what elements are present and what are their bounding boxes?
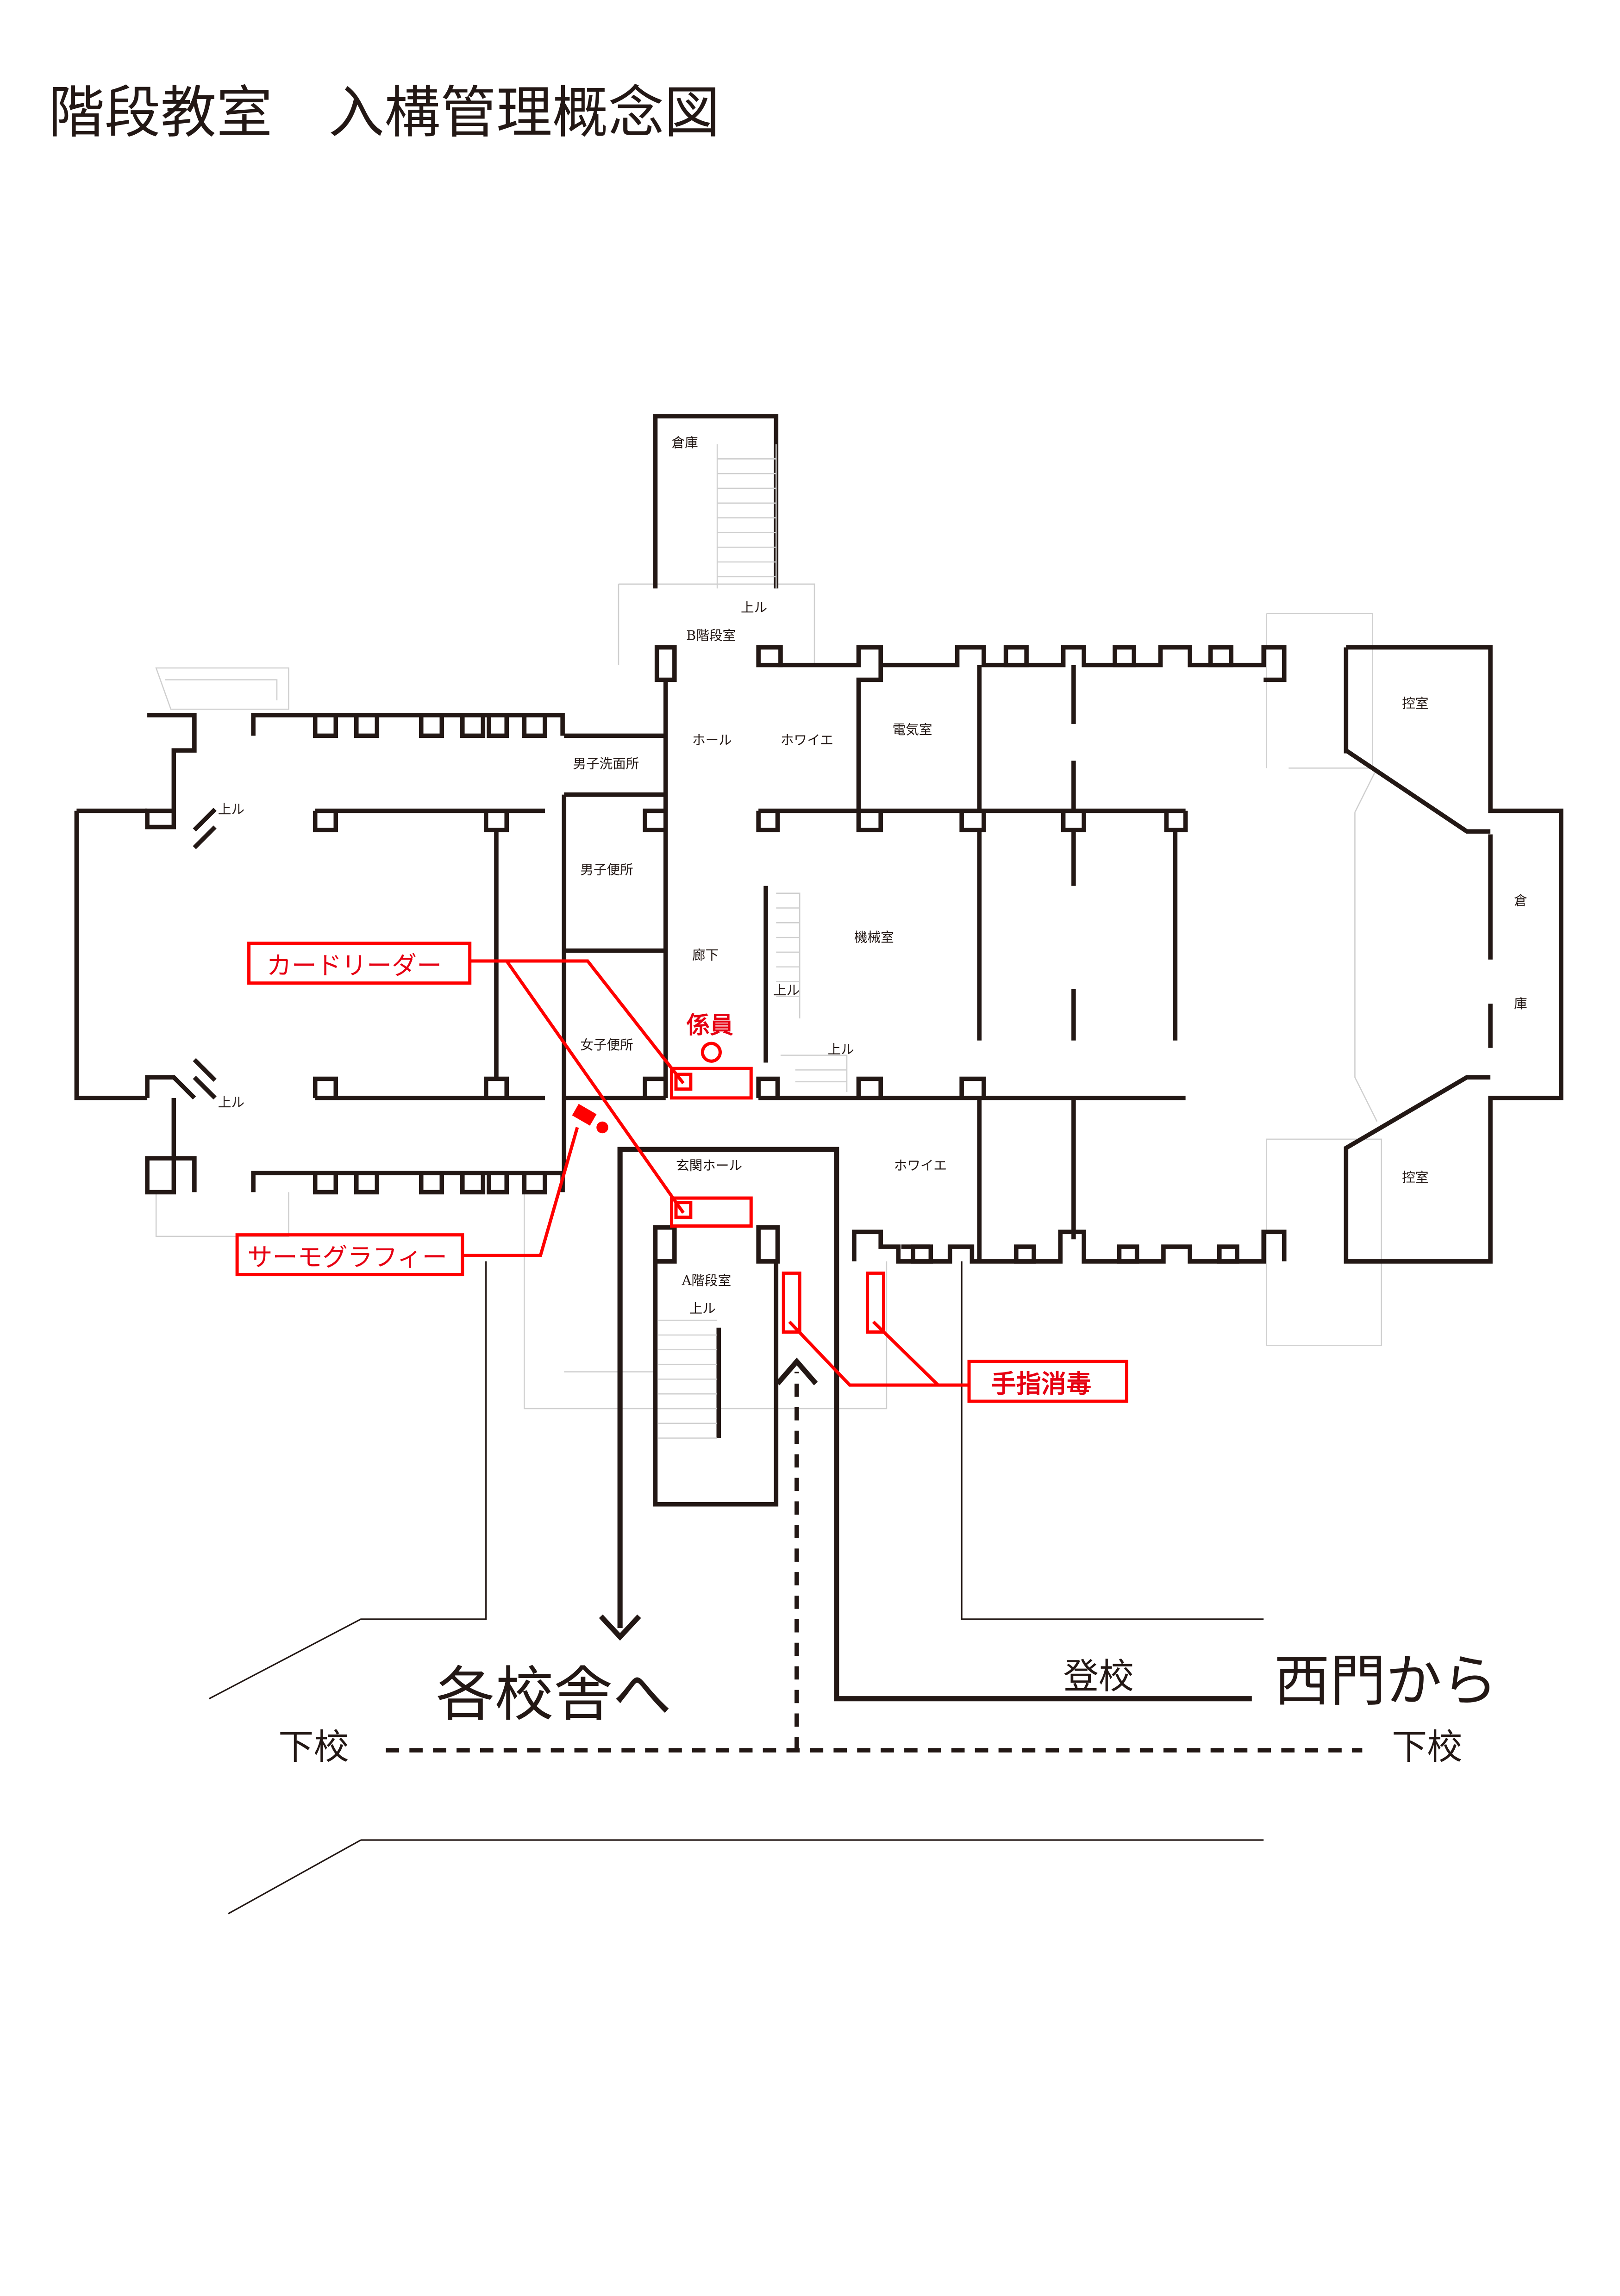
label-agaru-small: 上ル [828, 1041, 854, 1057]
sanitizer-stand-2 [866, 1271, 886, 1334]
label-foyer-top: ホワイエ [781, 732, 833, 748]
label-kikai: 機械室 [854, 930, 894, 945]
label-agaru-b: 上ル [741, 599, 767, 615]
staff-marker-icon [701, 1042, 722, 1063]
card-reader-label: カードリーダー [267, 951, 442, 980]
card-reader-device-2 [674, 1201, 693, 1219]
route-to-buildings: 各校舎へ [436, 1661, 672, 1729]
label-agaru-a: 上ル [689, 1300, 716, 1316]
departure-dashed-route [386, 1372, 1363, 1753]
hand-sanitizer-label-box [967, 1360, 1128, 1403]
label-denki: 電気室 [893, 722, 932, 737]
label-agaru-left-top: 上ル [218, 801, 244, 817]
routes: 各校舎へ 西門から 登校 下校 下校 [278, 1147, 1498, 1768]
hand-sanitizer-label: 手指消毒 [991, 1369, 1091, 1398]
exit-arrow-icon [599, 1614, 641, 1641]
annotations: カードリーダー 係員 サーモグラフィー 手指消毒 [235, 942, 1128, 1403]
site-outlines [155, 583, 1382, 1410]
label-hikae-top: 控室 [1402, 695, 1428, 711]
label-rouka: 廊下 [692, 947, 719, 963]
thermography-camera-icon [572, 1104, 608, 1134]
label-senmen: 男子洗面所 [573, 755, 639, 771]
arrival-arrow-icon [776, 1357, 818, 1385]
thermography-label: サーモグラフィー [247, 1242, 447, 1272]
page-title: 階段教室 入構管理概念図 [49, 80, 720, 145]
route-arrival: 登校 [1063, 1656, 1134, 1697]
route-departure-right: 下校 [1392, 1727, 1463, 1768]
card-reader-device-1 [674, 1073, 693, 1091]
label-a-stair: A階段室 [682, 1273, 732, 1288]
label-genkan: 玄関ホール [676, 1158, 742, 1173]
label-souko-right-1: 倉 [1514, 892, 1527, 908]
walls [74, 414, 1564, 1915]
card-reader-gate-2 [669, 1196, 753, 1228]
exit-route-line [617, 1147, 1252, 1702]
card-reader-label-box [247, 942, 472, 985]
label-joshi-benjo: 女子便所 [580, 1037, 633, 1053]
sanitizer-stand-1 [782, 1271, 801, 1334]
label-souko-right-2: 庫 [1514, 996, 1527, 1011]
label-souko-top: 倉庫 [671, 435, 698, 450]
label-hall: ホール [692, 732, 732, 748]
label-agaru-left-bottom: 上ル [218, 1094, 244, 1110]
card-reader-gate-1 [669, 1067, 753, 1100]
label-b-stair: B階段室 [686, 628, 736, 643]
label-foyer-bottom: ホワイエ [894, 1158, 947, 1173]
room-labels: 倉庫 上ル B階段室 ホール ホワイエ 電気室 控室 男子洗面所 上ル 男子便所… [218, 435, 1527, 1316]
route-from-west-gate: 西門から [1274, 1648, 1497, 1714]
route-departure-left: 下校 [278, 1727, 349, 1768]
label-danshi-benjo: 男子便所 [580, 861, 633, 877]
label-agaru-mid: 上ル [773, 982, 800, 998]
label-hikae-bottom: 控室 [1402, 1169, 1428, 1185]
staff-label: 係員 [686, 1012, 733, 1039]
